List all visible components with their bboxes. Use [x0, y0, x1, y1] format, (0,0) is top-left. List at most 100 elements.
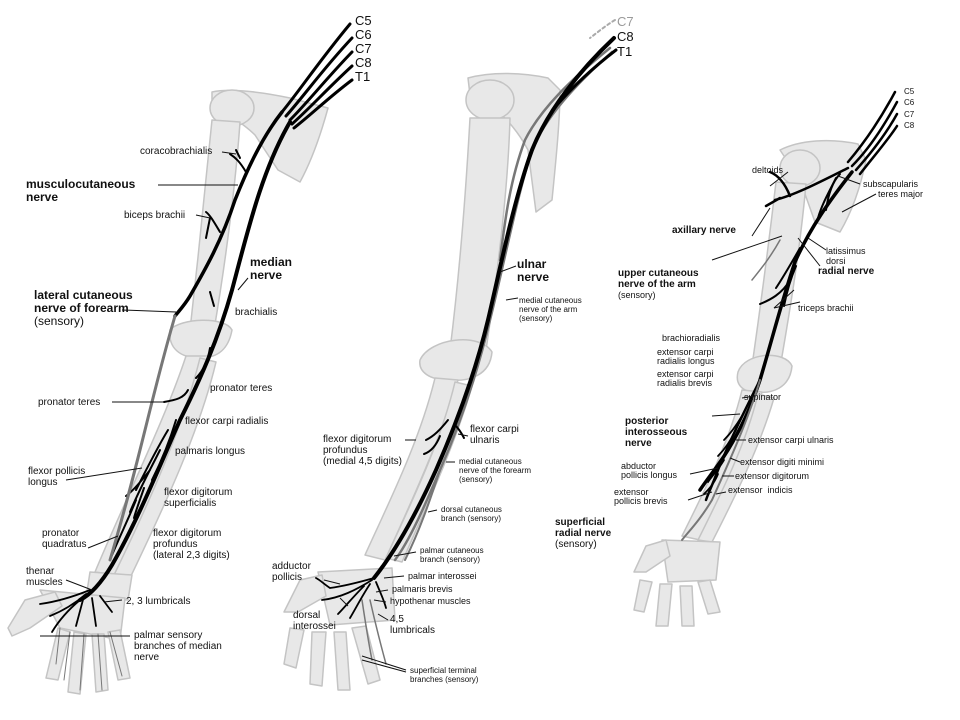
label-flexor-carpi-ulnaris: flexor carpi ulnaris — [470, 424, 519, 446]
ulnar-nerve — [372, 36, 616, 580]
label-palmar-interossei: palmar interossei — [408, 571, 477, 581]
dorsal-cutaneous-line — [404, 469, 441, 561]
dcb-line-1: dorsal cutaneous — [441, 505, 502, 514]
median-panel-nerves — [39, 22, 354, 633]
fcu-line-2: ulnaris — [470, 435, 500, 446]
humerus-3 — [751, 181, 807, 369]
label-supinator: supinator — [744, 392, 782, 402]
forearm-branches-3 — [703, 415, 743, 495]
epb-line-1: extensor — [614, 487, 649, 497]
label-median-nerve: median nerve — [250, 256, 292, 282]
ecrb-line-2: radialis brevis — [657, 378, 713, 388]
label-palmaris-longus: palmaris longus — [175, 446, 246, 457]
musculocutaneous-line-2: nerve — [26, 190, 59, 204]
forearm-branches — [109, 419, 177, 561]
ucn-line-1: upper cutaneous — [618, 268, 699, 279]
root-c6-1 — [284, 36, 354, 118]
mcf-line-2: nerve of the forearm — [459, 466, 532, 475]
label-posterior-interosseous-nerve: posterior interosseous nerve — [625, 416, 687, 449]
median-nerve-line-1: median — [250, 255, 293, 269]
superficial-terminal-lines — [361, 599, 387, 665]
root-c7-faded — [589, 19, 616, 39]
root-c6-3 — [850, 100, 899, 168]
label-flexor-pollicis-longus: flexor pollicis longus — [28, 466, 85, 488]
ecrb-line-1: extensor carpi — [657, 369, 714, 379]
label-extensor-pollicis-brevis: extensor pollicis brevis — [614, 488, 668, 506]
radial-root-c6: C6 — [904, 98, 915, 107]
label-dorsal-interossei: dorsal interossei — [293, 610, 336, 632]
fdp-m-line-1: flexor digitorum — [153, 528, 222, 539]
finger-1d — [107, 629, 131, 681]
di-line-1: dorsal — [293, 610, 321, 621]
label-superficial-radial-nerve: superficial radial nerve (sensory) — [555, 517, 611, 550]
ulnar-root-t1: T1 — [617, 44, 633, 59]
label-adductor-pollicis: adductor pollicis — [272, 561, 311, 583]
root-c5-1 — [280, 22, 352, 114]
fdp-u-line-1: flexor digitorum — [323, 434, 392, 445]
finger-2d — [351, 625, 381, 685]
label-extensor-digiti-minimi: extensor digiti minimi — [740, 457, 825, 467]
label-radial-nerve: radial nerve — [818, 266, 875, 277]
epb-line-2: pollicis brevis — [614, 496, 668, 506]
radial-root-c5: C5 — [904, 87, 915, 96]
label-flexor-carpi-radialis: flexor carpi radialis — [185, 416, 269, 427]
mca-line-2: nerve of the arm — [519, 305, 578, 314]
thumb-2 — [283, 574, 327, 613]
palmar-sensory-line-2: branches of median — [134, 641, 222, 652]
label-extensor-digitorum: extensor digitorum — [735, 471, 810, 481]
coracobrachialis-branch — [229, 149, 247, 173]
root-t1-1 — [292, 78, 354, 130]
root-c8-1 — [290, 64, 354, 126]
stb-line-2: branches (sensory) — [410, 675, 479, 684]
fpl-line-2: longus — [28, 477, 58, 488]
ulnar-root-t1 — [554, 48, 618, 108]
musculocutaneous-line-1: musculocutaneous — [26, 177, 136, 191]
srn-sensory: (sensory) — [555, 539, 597, 550]
median-panel-sensory — [55, 314, 177, 691]
srn-line-2: radial nerve — [555, 528, 612, 539]
label-deltoids: deltoids — [752, 165, 784, 175]
srn-line-1: superficial — [555, 517, 606, 528]
label-medial-cutaneous-arm: medial cutaneous nerve of the arm (senso… — [519, 296, 582, 323]
fcu-branch — [454, 424, 465, 439]
di-line-2: interossei — [293, 621, 336, 632]
label-upper-cutaneous-nerve: upper cutaneous nerve of the arm (sensor… — [618, 268, 699, 301]
label-pronator-teres-right: pronator teres — [210, 383, 273, 394]
root-c7-3 — [854, 112, 899, 172]
radial-root-c8: C8 — [904, 121, 915, 130]
label-abductor-pollicis-longus: abductor pollicis longus — [621, 462, 677, 480]
radial-panel-sensory — [681, 239, 781, 541]
upper-cutaneous-arm — [751, 239, 781, 281]
label-flexor-digitorum-profundus-ulnar: flexor digitorum profundus (medial 4,5 d… — [323, 434, 402, 467]
apl-line-1: abductor — [621, 461, 657, 471]
humeral-head-2 — [465, 79, 515, 121]
median-nerve-line-2: nerve — [250, 268, 283, 282]
axillary-nerve — [764, 166, 850, 208]
label-ecrb: extensor carpi radialis brevis — [657, 370, 714, 388]
nerves — [39, 19, 899, 691]
finger-3d — [697, 579, 721, 615]
pronator-branch — [163, 347, 211, 403]
fds-line-1: flexor digitorum — [164, 487, 233, 498]
pcb-line-1: palmar cutaneous — [420, 546, 484, 555]
lum-u-line-1: 4,5 — [390, 614, 404, 625]
lum-u-line-2: lumbricals — [390, 625, 436, 636]
biceps-branch — [205, 211, 221, 239]
finger-3c — [679, 585, 695, 627]
ld-line-1: latissimus — [826, 246, 866, 256]
triceps-branches — [759, 247, 801, 307]
pin-line-1: posterior — [625, 416, 669, 427]
ulnar-nerve-line-1: ulnar — [517, 257, 547, 271]
ap-line-1: adductor — [272, 561, 311, 572]
ulnar-panel-nerves — [315, 19, 618, 619]
fdp-m-line-2: profundus — [153, 539, 198, 550]
label-triceps-brachii: triceps brachii — [798, 303, 854, 313]
label-palmar-cutaneous-branch: palmar cutaneous branch (sensory) — [420, 546, 484, 564]
median-root-c7: C7 — [355, 41, 372, 56]
pq-line-2: quadratus — [42, 539, 87, 550]
median-nerve — [78, 120, 292, 602]
fdp-m-line-3: (lateral 2,3 digits) — [153, 550, 230, 561]
radial-root-c7: C7 — [904, 110, 915, 119]
label-palmaris-brevis: palmaris brevis — [392, 584, 453, 594]
palm-3 — [661, 539, 721, 583]
